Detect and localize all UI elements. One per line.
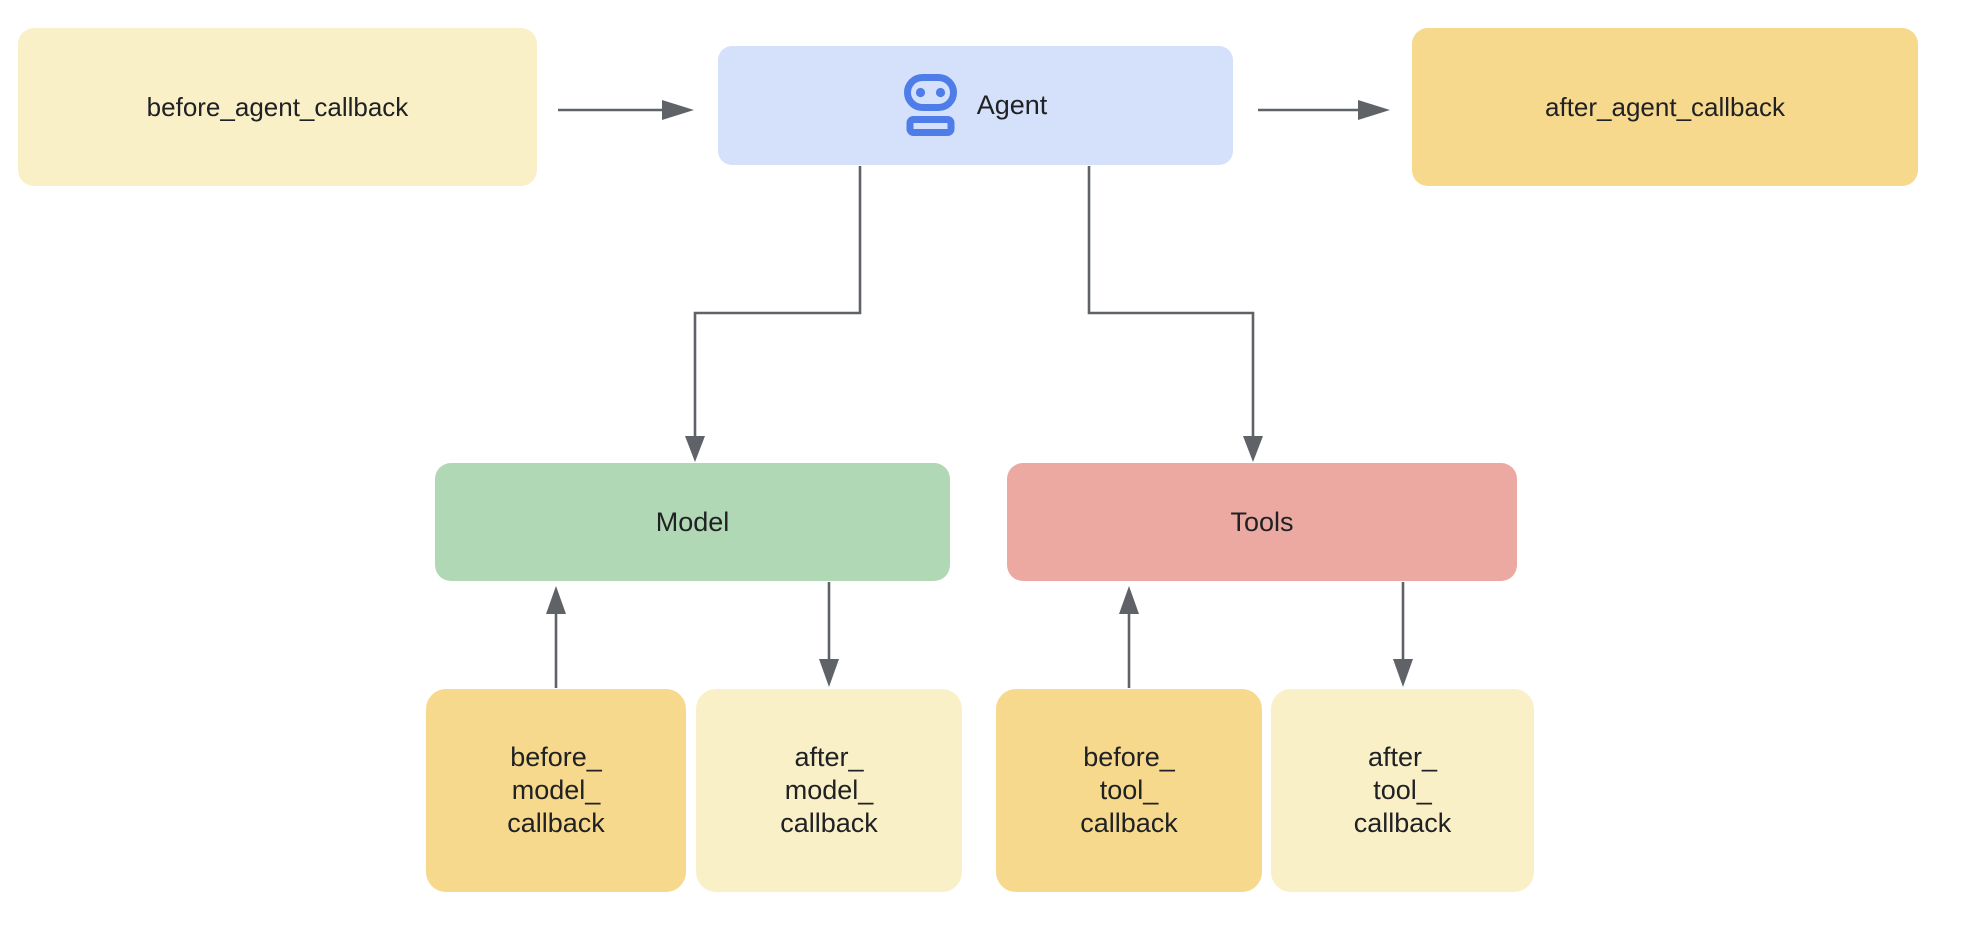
node-agent: Agent	[718, 46, 1233, 165]
edge-tools-to-after-tool	[1393, 582, 1413, 687]
node-before-tool-callback: before_ tool_ callback	[996, 689, 1262, 892]
node-after-model-callback-label: after_ model_ callback	[780, 742, 878, 838]
node-model: Model	[435, 463, 950, 581]
node-after-agent-callback-label: after_agent_callback	[1545, 91, 1785, 122]
edge-agent-to-model	[685, 166, 862, 462]
node-after-tool-callback: after_ tool_ callback	[1271, 689, 1534, 892]
node-after-model-callback: after_ model_ callback	[696, 689, 962, 892]
node-after-agent-callback: after_agent_callback	[1412, 28, 1918, 186]
edge-before-agent-to-agent	[558, 100, 694, 120]
edge-agent-to-after-agent	[1258, 100, 1390, 120]
node-tools-label: Tools	[1230, 506, 1294, 537]
edge-agent-to-tools	[1087, 166, 1263, 462]
node-tools: Tools	[1007, 463, 1517, 581]
node-model-label: Model	[655, 506, 730, 537]
node-agent-label: Agent	[976, 90, 1048, 120]
node-before-model-callback-label: before_ model_ callback	[507, 742, 605, 838]
edge-before-model-to-model	[546, 586, 566, 688]
node-after-tool-callback-label: after_ tool_ callback	[1353, 742, 1452, 838]
node-before-agent-callback: before_agent_callback	[18, 28, 537, 186]
edge-model-to-after-model	[819, 582, 839, 687]
robot-icon	[903, 74, 957, 136]
node-before-agent-callback-label: before_agent_callback	[146, 91, 409, 122]
edge-before-tool-to-tools	[1119, 586, 1139, 688]
node-before-tool-callback-label: before_ tool_ callback	[1080, 742, 1178, 838]
node-before-model-callback: before_ model_ callback	[426, 689, 686, 892]
